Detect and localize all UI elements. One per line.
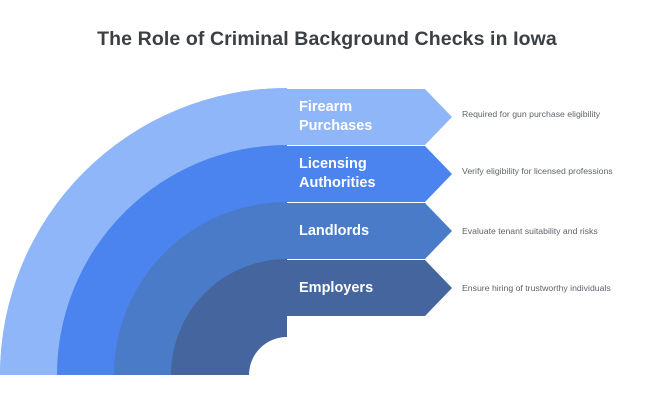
arc-band-4 [171,259,287,375]
row-description-firearm-purchases: Required for gun purchase eligibility [462,109,601,119]
chevron-arrow-4 [287,260,452,316]
arc-band-3 [114,202,287,375]
row-description-landlords: Evaluate tenant suitability and risks [462,226,598,236]
chevron-arrow-2 [287,146,452,202]
row-label-licensing-authorities: Licensing Authorities [299,156,376,191]
row-label-employers: Employers [299,280,374,296]
row-label-firearm-purchases: Firearm Purchases [299,99,373,134]
row-description-licensing-authorities: Verify eligibility for licensed professi… [462,166,613,176]
page-title: The Role of Criminal Background Checks i… [97,28,557,50]
row-description-employers: Ensure hiring of trustworthy individuals [462,283,611,293]
row-label-landlords: Landlords [299,223,370,239]
chevron-arrow-3 [287,203,452,259]
chevron-arrow-1 [287,89,452,145]
